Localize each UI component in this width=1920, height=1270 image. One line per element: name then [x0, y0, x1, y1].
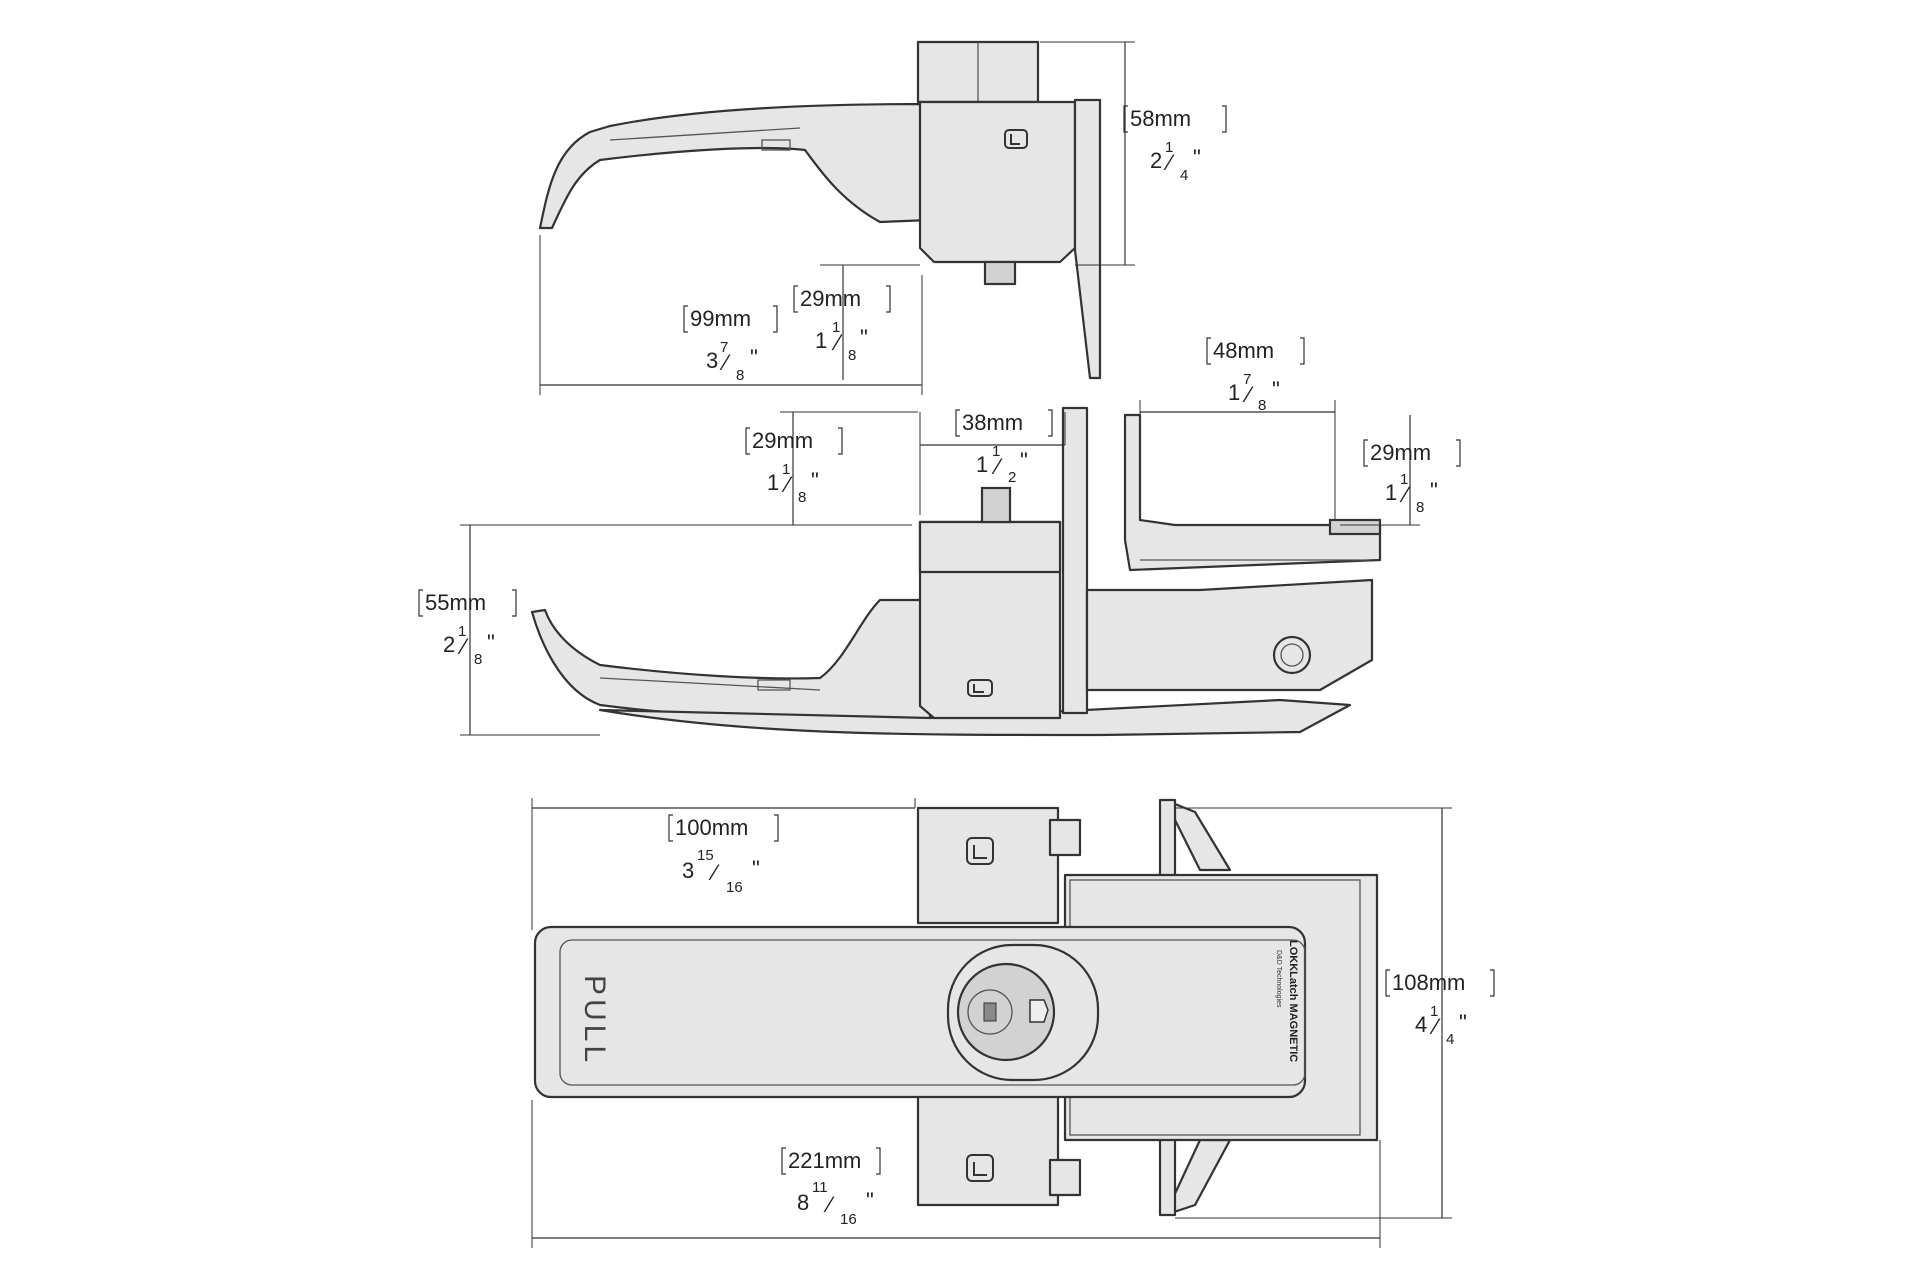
brand-logo-icon — [966, 1154, 994, 1182]
pull-label: PULL — [578, 975, 611, 1066]
brand-logo-icon — [966, 837, 994, 865]
dim-handle-length: 100mm 3 15 ⁄ 16 " — [675, 815, 760, 896]
svg-text:29mm: 29mm — [800, 286, 861, 311]
dim-keeper-width: 48mm 1 7 ⁄ 8 " — [1213, 338, 1280, 414]
svg-text:2: 2 — [1008, 469, 1016, 486]
svg-text:": " — [860, 325, 868, 350]
dim-side-height: 55mm 2 1 ⁄ 8 " — [425, 590, 495, 668]
dim-overall-height: 108mm 4 1 ⁄ 4 " — [1392, 970, 1467, 1048]
svg-text:8: 8 — [848, 347, 856, 364]
svg-text:221mm: 221mm — [788, 1148, 861, 1173]
svg-text:29mm: 29mm — [1370, 440, 1431, 465]
svg-text:1: 1 — [458, 623, 466, 640]
svg-text:55mm: 55mm — [425, 590, 486, 615]
svg-text:3: 3 — [706, 348, 718, 373]
dim-keeper-height: 29mm 1 1 ⁄ 8 " — [1370, 440, 1438, 516]
svg-text:8: 8 — [798, 489, 806, 506]
brand-logo-icon — [967, 679, 993, 697]
svg-text:": " — [1193, 145, 1201, 170]
svg-text:1: 1 — [1430, 1003, 1438, 1020]
svg-text:": " — [1430, 478, 1438, 503]
svg-text:": " — [752, 856, 760, 881]
svg-text:": " — [750, 345, 758, 370]
side-view-latch-arm — [1085, 578, 1374, 692]
dim-overall-length: 221mm 8 11 ⁄ 16 " — [788, 1148, 874, 1228]
dim-top-length: 99mm 3 7 ⁄ 8 " — [690, 306, 758, 384]
svg-text:11: 11 — [812, 1179, 828, 1196]
front-view-lower-block — [916, 1088, 1060, 1207]
side-view-keeper — [1123, 413, 1382, 572]
svg-text:7: 7 — [720, 339, 728, 356]
brand-name: LOKKLatch MAGNETIC — [1287, 940, 1299, 1062]
top-view — [538, 40, 1102, 380]
svg-text:1: 1 — [1165, 139, 1173, 156]
top-view-slot — [761, 139, 791, 151]
dim-body-width: 38mm 1 1 ⁄ 2 " — [962, 410, 1028, 486]
side-view-handle — [530, 598, 932, 722]
svg-text:8: 8 — [797, 1190, 809, 1215]
svg-text:29mm: 29mm — [752, 428, 813, 453]
front-view-upper-block — [916, 806, 1060, 925]
svg-text:1: 1 — [782, 461, 790, 478]
svg-text:4: 4 — [1446, 1031, 1454, 1048]
svg-text:4: 4 — [1415, 1012, 1427, 1037]
svg-text:": " — [1459, 1010, 1467, 1035]
svg-text:108mm: 108mm — [1392, 970, 1465, 995]
svg-text:1: 1 — [1385, 480, 1397, 505]
svg-text:1: 1 — [832, 319, 840, 336]
svg-text:7: 7 — [1243, 371, 1251, 388]
front-view-handle — [533, 925, 1307, 1099]
svg-text:3: 3 — [682, 858, 694, 883]
dimension-lines — [460, 41, 1452, 1248]
svg-text:38mm: 38mm — [962, 410, 1023, 435]
top-view-housing — [918, 100, 1077, 264]
dim-side-drop: 29mm 1 1 ⁄ 8 " — [752, 428, 819, 506]
svg-text:2: 2 — [1150, 148, 1162, 173]
svg-text:8: 8 — [1258, 397, 1266, 414]
svg-text:": " — [1020, 448, 1028, 473]
brand-logo-icon — [1004, 129, 1028, 149]
svg-text:48mm: 48mm — [1213, 338, 1274, 363]
svg-text:1: 1 — [992, 443, 1000, 460]
lock-status-icon — [1029, 999, 1049, 1023]
svg-text:1: 1 — [1400, 471, 1408, 488]
key-cylinder — [956, 962, 1056, 1062]
svg-text:": " — [1272, 377, 1280, 402]
dim-top-drop: 29mm 1 1 ⁄ 8 " — [800, 286, 868, 364]
svg-text:8: 8 — [1416, 499, 1424, 516]
dim-top-height: 58mm 2 1 ⁄ 4 " — [1130, 106, 1201, 184]
svg-text:8: 8 — [736, 367, 744, 384]
top-view-handle — [538, 102, 932, 230]
svg-text:1: 1 — [976, 452, 988, 477]
svg-text:100mm: 100mm — [675, 815, 748, 840]
svg-text:1: 1 — [1228, 380, 1240, 405]
svg-text:8: 8 — [474, 651, 482, 668]
svg-text:2: 2 — [443, 632, 455, 657]
front-view: PULL LOKKLatch MAGNETIC D&D Technologies — [533, 798, 1379, 1217]
svg-text:1: 1 — [815, 328, 827, 353]
svg-text:": " — [487, 630, 495, 655]
svg-text:58mm: 58mm — [1130, 106, 1191, 131]
svg-text:16: 16 — [840, 1211, 857, 1228]
svg-text:16: 16 — [726, 879, 743, 896]
side-view — [530, 406, 1382, 737]
side-view-knob — [1272, 635, 1312, 675]
brand-subtitle: D&D Technologies — [1275, 950, 1282, 1008]
svg-text:": " — [866, 1188, 874, 1213]
svg-text:1: 1 — [767, 470, 779, 495]
svg-text:4: 4 — [1180, 167, 1188, 184]
metric-brackets — [418, 105, 1495, 1175]
svg-text:": " — [811, 468, 819, 493]
svg-text:99mm: 99mm — [690, 306, 751, 331]
svg-text:15: 15 — [697, 847, 714, 864]
